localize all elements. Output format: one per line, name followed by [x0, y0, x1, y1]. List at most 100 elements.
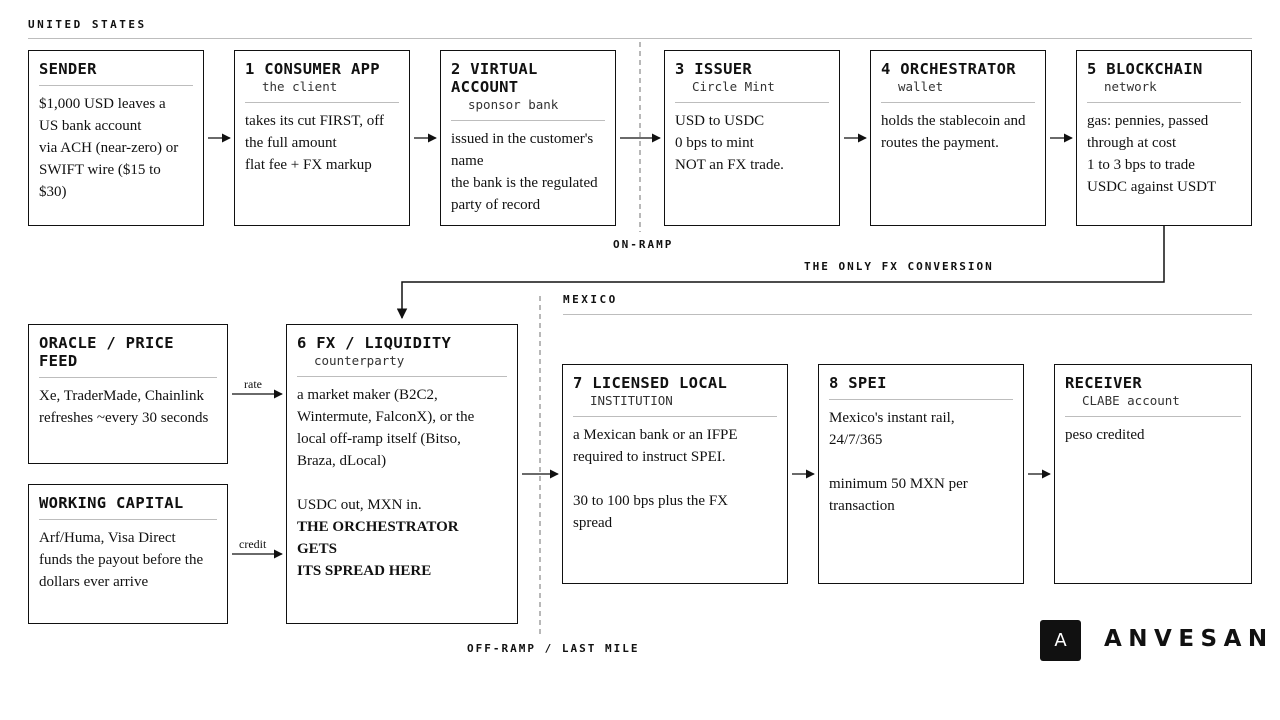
edge-label-credit: credit [239, 537, 267, 551]
node-consumer-app: 1 CONSUMER APP the client takes its cut … [234, 50, 410, 226]
node-subtitle: INSTITUTION [590, 393, 673, 408]
node-working-capital: WORKING CAPITAL Arf/Huma, Visa Direct fu… [28, 484, 228, 624]
node-line: Xe, TraderMade, Chainlink [39, 388, 204, 404]
node-line: Wintermute, FalconX), or the [297, 409, 475, 425]
node-line: routes the payment. [881, 135, 999, 151]
node-line: dollars ever arrive [39, 574, 149, 590]
node-title: SENDER [39, 60, 97, 78]
node-spacer [573, 468, 777, 490]
node-subtitle: CLABE account [1082, 393, 1180, 408]
region-label-us: UNITED STATES [28, 18, 147, 31]
node-line: SWIFT wire ($15 to [39, 162, 161, 178]
node-line: flat fee + FX markup [245, 157, 372, 173]
node-fx-liquidity: 6 FX / LIQUIDITY counterparty a market m… [286, 324, 518, 624]
node-title: 8 SPEI [829, 374, 887, 392]
node-receiver: RECEIVER CLABE account peso credited [1054, 364, 1252, 584]
node-line: Arf/Huma, Visa Direct [39, 530, 176, 546]
node-line: refreshes ~every 30 seconds [39, 410, 209, 426]
node-title: 4 ORCHESTRATOR [881, 60, 1016, 78]
node-divider [39, 519, 217, 520]
brand-logo-mark: A [1040, 620, 1081, 661]
node-line: 1 to 3 bps to trade [1087, 157, 1195, 173]
node-title: 1 CONSUMER APP [245, 60, 380, 78]
node-line: 30 to 100 bps plus the FX [573, 493, 729, 509]
node-line: US bank account [39, 118, 142, 134]
node-divider [829, 399, 1013, 400]
node-line: required to instruct SPEI. [573, 449, 726, 465]
node-issuer: 3 ISSUER Circle Mint USD to USDC 0 bps t… [664, 50, 840, 226]
region-rule-us [28, 38, 1252, 39]
node-spacer [297, 472, 507, 494]
node-line: USDC out, MXN in. [297, 497, 422, 513]
node-title: WORKING CAPITAL [39, 494, 184, 512]
node-title: 5 BLOCKCHAIN [1087, 60, 1203, 78]
node-line: a Mexican bank or an IFPE [573, 427, 738, 443]
node-line: peso credited [1065, 427, 1145, 443]
edge-label-rate: rate [244, 377, 262, 391]
node-subtitle: counterparty [314, 353, 405, 368]
node-oracle: ORACLE / PRICE FEED Xe, TraderMade, Chai… [28, 324, 228, 464]
node-line: gas: pennies, passed [1087, 113, 1209, 129]
node-line: issued in the customer's [451, 131, 594, 147]
node-title: 7 LICENSED LOCAL [573, 374, 728, 392]
node-line: NOT an FX trade. [675, 157, 784, 173]
node-line: holds the stablecoin and [881, 113, 1026, 129]
node-line: 0 bps to mint [675, 135, 754, 151]
node-subtitle: sponsor bank [468, 97, 559, 112]
node-line: USDC against USDT [1087, 179, 1217, 195]
node-title: RECEIVER [1065, 374, 1143, 392]
node-title: ORACLE / PRICE [39, 334, 174, 352]
node-line: $30) [39, 184, 67, 200]
node-line: transaction [829, 498, 895, 514]
node-emphasis-line: ITS SPREAD HERE [297, 563, 432, 579]
node-virtual-account: 2 VIRTUAL ACCOUNT sponsor bank issued in… [440, 50, 616, 226]
node-line: name [451, 153, 484, 169]
node-title: 6 FX / LIQUIDITY [297, 334, 452, 352]
node-line: the bank is the regulated [451, 175, 598, 191]
node-divider [39, 85, 193, 86]
node-line: Braza, dLocal) [297, 453, 387, 469]
node-line: a market maker (B2C2, [297, 387, 438, 403]
node-divider [1087, 102, 1241, 103]
node-sender: SENDER $1,000 USD leaves a US bank accou… [28, 50, 204, 226]
node-line: $1,000 USD leaves a [39, 96, 166, 112]
node-title: 2 VIRTUAL [451, 60, 538, 78]
node-emphasis-line: GETS [297, 541, 338, 557]
brand-logo-text: ANVESAN [1104, 626, 1274, 652]
off-ramp-label: OFF-RAMP / LAST MILE [467, 642, 640, 655]
node-divider [39, 377, 217, 378]
on-ramp-label: ON-RAMP [613, 238, 674, 251]
node-line: the full amount [245, 135, 337, 151]
node-divider [675, 102, 829, 103]
node-divider [451, 120, 605, 121]
node-line: party of record [451, 197, 541, 213]
node-spei: 8 SPEI Mexico's instant rail, 24/7/365 m… [818, 364, 1024, 584]
node-divider [881, 102, 1035, 103]
node-subtitle: the client [262, 79, 338, 94]
region-rule-mexico [563, 314, 1252, 315]
node-subtitle: wallet [898, 79, 944, 94]
node-divider [1065, 416, 1241, 417]
node-line: minimum 50 MXN per [829, 476, 968, 492]
node-divider [245, 102, 399, 103]
node-line: Mexico's instant rail, [829, 410, 955, 426]
node-title: 3 ISSUER [675, 60, 753, 78]
node-emphasis-line: THE ORCHESTRATOR [297, 519, 459, 535]
node-subtitle: network [1104, 79, 1157, 94]
node-line: local off-ramp itself (Bitso, [297, 431, 461, 447]
node-line: through at cost [1087, 135, 1177, 151]
node-line: spread [573, 515, 613, 531]
node-orchestrator: 4 ORCHESTRATOR wallet holds the stableco… [870, 50, 1046, 226]
node-line: funds the payout before the [39, 552, 204, 568]
fx-conversion-label: THE ONLY FX CONVERSION [804, 260, 994, 273]
node-subtitle: Circle Mint [692, 79, 775, 94]
region-label-mexico: MEXICO [563, 293, 618, 306]
node-line: via ACH (near-zero) or [39, 140, 179, 156]
node-blockchain: 5 BLOCKCHAIN network gas: pennies, passe… [1076, 50, 1252, 226]
node-spacer [829, 451, 1013, 473]
node-divider [573, 416, 777, 417]
node-divider [297, 376, 507, 377]
node-title-line-2: FEED [39, 352, 78, 370]
node-title-line-2: ACCOUNT [451, 78, 519, 96]
